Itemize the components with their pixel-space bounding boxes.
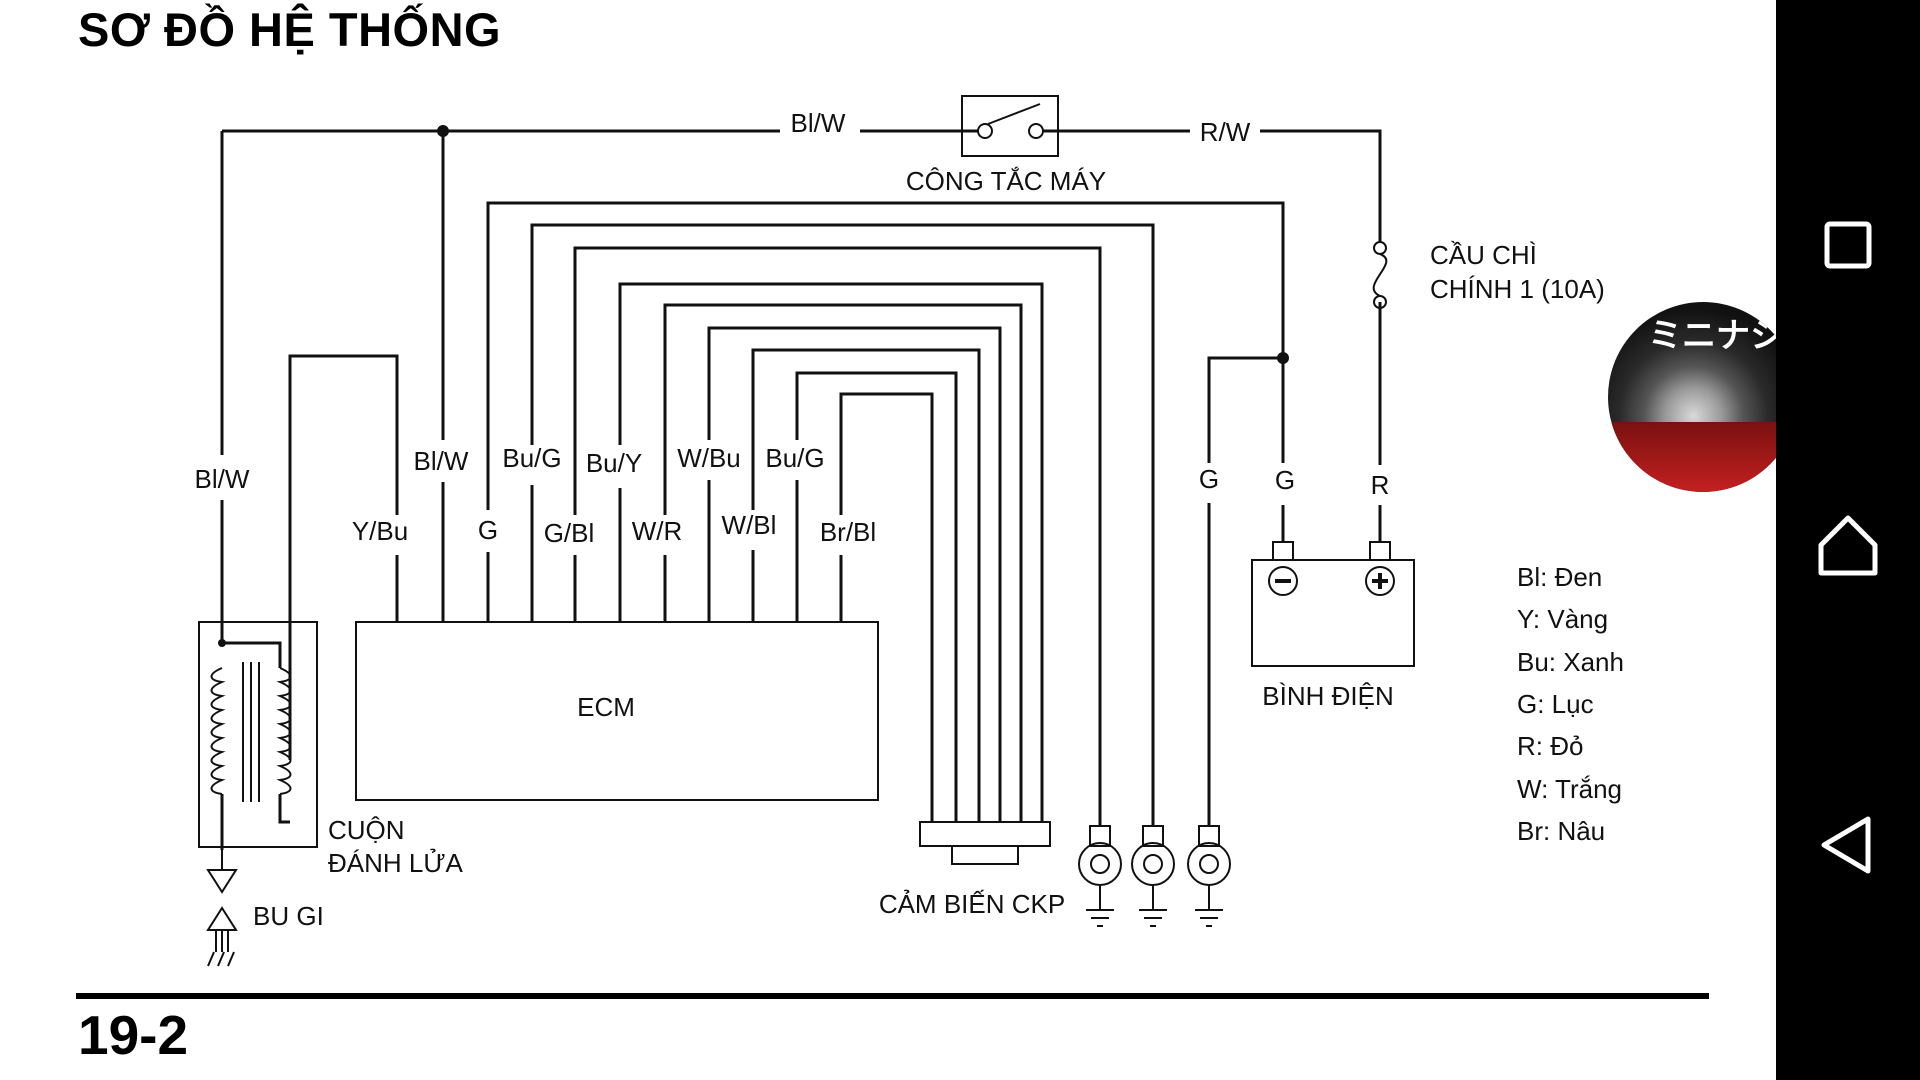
- junction-dot-bl-w: [437, 125, 449, 137]
- ground-terminal-3: [1187, 825, 1231, 927]
- legend-item: Br: Nâu: [1517, 816, 1605, 846]
- recents-square-icon[interactable]: [1808, 205, 1888, 285]
- label-wire-g-bl: G/Bl: [544, 518, 595, 548]
- label-wire-w-bl: W/Bl: [722, 510, 777, 540]
- ecm-box: [355, 621, 879, 801]
- wire-bu-g-2: [795, 371, 958, 826]
- thumbnail-logo-text: ミニナシ: [1648, 316, 1784, 356]
- wire-br-bl: [839, 392, 934, 826]
- wire-y-bu-upper: [288, 354, 399, 760]
- wire-bu-y: [618, 282, 1044, 826]
- label-fuse-line2: CHÍNH 1 (10A): [1430, 274, 1605, 304]
- label-wire-y-bu: Y/Bu: [352, 516, 408, 546]
- legend-item: Y: Vàng: [1517, 604, 1608, 634]
- junction-dots: [218, 125, 1289, 647]
- label-switch-wire-right: R/W: [1200, 117, 1251, 147]
- home-icon[interactable]: [1808, 503, 1888, 583]
- label-coil-line1: CUỘN: [328, 815, 405, 845]
- label-ignition-switch: CÔNG TẮC MÁY: [906, 166, 1106, 196]
- ground-terminal-1: [1078, 825, 1122, 927]
- back-icon[interactable]: [1808, 805, 1888, 885]
- label-wire-bu-g-2: Bu/G: [765, 443, 824, 473]
- legend-item: Bu: Xanh: [1517, 647, 1624, 677]
- wire-g-ecm-upper: [486, 201, 1285, 510]
- wire-w-bl: [751, 348, 981, 826]
- legend-item: Bl: Đen: [1517, 562, 1602, 592]
- legend-item: R: Đỏ: [1517, 731, 1583, 761]
- label-spark-plug: BU GI: [253, 901, 324, 931]
- legend-item: W: Trắng: [1517, 774, 1622, 804]
- wire-w-bu: [707, 326, 1002, 826]
- wires: [220, 129, 1382, 826]
- label-battery: BÌNH ĐIỆN: [1262, 681, 1393, 711]
- android-nav-bar: [1776, 0, 1920, 1080]
- manual-page: SƠ ĐỒ HỆ THỐNG: [76, 3, 1709, 1066]
- fuse-symbol: [1372, 241, 1388, 309]
- label-wire-bu-g-1: Bu/G: [502, 443, 561, 473]
- label-wire-ecm-bl-w: Bl/W: [414, 446, 469, 476]
- label-fuse-line1: CẦU CHÌ: [1430, 240, 1537, 270]
- page-number: 19-2: [78, 1004, 189, 1066]
- wire-g-bl-upper: [573, 246, 1102, 826]
- switch-lever: [987, 103, 1041, 125]
- label-wire-g-ground: G: [1199, 464, 1219, 494]
- spark-plug-symbol: [206, 850, 238, 967]
- diagram-labels: Bl/W R/W CÔNG TẮC MÁY CẦU CHÌ CHÍNH 1 (1…: [195, 108, 1605, 931]
- wiring-diagram: Bl/W R/W CÔNG TẮC MÁY CẦU CHÌ CHÍNH 1 (1…: [195, 95, 1624, 967]
- page-title: SƠ ĐỒ HỆ THỐNG: [78, 3, 502, 56]
- label-wire-w-r: W/R: [632, 516, 683, 546]
- label-wire-g-battery: G: [1275, 465, 1295, 495]
- ckp-sensor-connector: [919, 821, 1051, 865]
- label-wire-r-battery: R: [1371, 470, 1390, 500]
- ground-terminals: [1078, 825, 1231, 927]
- floating-video-thumbnail[interactable]: ミニナシ: [1608, 302, 1798, 492]
- label-wire-g-ecm: G: [478, 515, 498, 545]
- legend-item: G: Lục: [1517, 689, 1594, 719]
- wire-g-ground-upper: [1207, 356, 1283, 463]
- label-ecm: ECM: [577, 692, 635, 722]
- wire-r-w-to-fuse: [1260, 129, 1382, 242]
- color-legend: Bl: Đen Y: Vàng Bu: Xanh G: Lục R: Đỏ W:…: [1517, 562, 1624, 846]
- wire-bu-g-1-upper: [530, 223, 1155, 826]
- label-wire-coil-feed: Bl/W: [195, 464, 250, 494]
- battery-symbol: [1251, 541, 1415, 667]
- ignition-switch-box: [961, 95, 1059, 157]
- wire-w-r: [663, 303, 1023, 826]
- label-wire-bu-y: Bu/Y: [586, 448, 642, 478]
- ignition-coil-symbol: [198, 621, 318, 850]
- label-coil-line2: ĐÁNH LỬA: [328, 847, 464, 878]
- label-switch-wire-left: Bl/W: [791, 108, 846, 138]
- label-wire-br-bl: Br/Bl: [820, 517, 876, 547]
- junction-dot-g: [1277, 352, 1289, 364]
- footer-divider: [76, 993, 1709, 999]
- label-ckp-sensor: CẢM BIẾN CKP: [879, 889, 1065, 919]
- ignition-switch-symbol: [961, 95, 1059, 157]
- ground-terminal-2: [1131, 825, 1175, 927]
- label-wire-w-bu: W/Bu: [677, 443, 741, 473]
